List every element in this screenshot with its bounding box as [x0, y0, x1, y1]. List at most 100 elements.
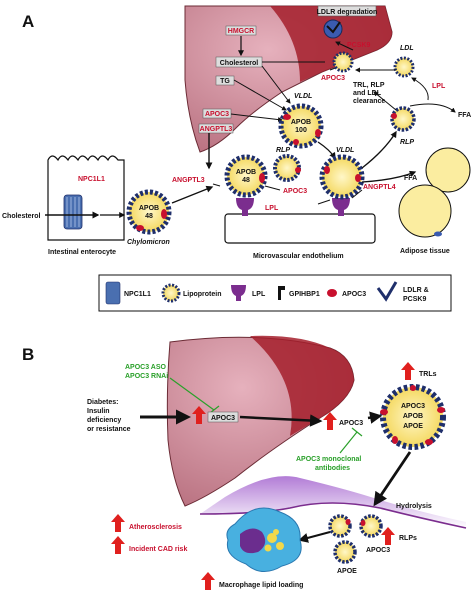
trls-label: TRLs — [419, 371, 437, 378]
clearance-line-1: TRL, RLP — [353, 82, 385, 89]
pcsk9-label: PCSK9 — [347, 42, 370, 49]
diabetes-line-4: or resistance — [87, 426, 131, 433]
up-arrow-athero — [111, 514, 125, 532]
antibodies-line-1: APOC3 monoclonal — [296, 456, 361, 463]
athero-label: Atherosclerosis — [129, 524, 182, 531]
liver-b — [166, 335, 355, 507]
lpl-left-enzyme — [236, 198, 254, 216]
legend-npc1l1: NPC1L1 — [124, 291, 151, 298]
rlp-clearance-arrow — [373, 91, 397, 111]
npc1l1-label: NPC1L1 — [78, 176, 105, 183]
ffa-adipose-label: FFA — [404, 175, 417, 182]
legend-ldlr-pcsk9-icon — [376, 281, 398, 302]
angptl3-mid-label: ANGPTL3 — [172, 177, 205, 184]
legend-ldlr-line-1: LDLR & — [403, 287, 429, 294]
up-arrow-rlps — [381, 527, 395, 545]
rlp-right-particle — [390, 106, 416, 132]
aso-line-1: APOC3 ASO — [125, 364, 167, 371]
ffa-adipose-arrow — [361, 170, 417, 183]
antibody-inhibit-line — [339, 431, 358, 454]
panel-b-label: B — [22, 345, 34, 364]
chylo-to-lpl-arrow — [171, 185, 214, 204]
apoc3-secretion-arrow — [239, 414, 323, 427]
ldlr-degradation-label: LDLR degradation — [317, 9, 378, 16]
hmgcr-box — [225, 25, 257, 36]
intestinal-label: Intestinal enterocyte — [48, 249, 116, 256]
vldl-to-rlp-arrow — [361, 130, 397, 169]
legend-lipoprotein: Lipoprotein — [183, 291, 222, 298]
mid-apob48-line-1: APOB — [236, 169, 256, 176]
vldl-mid-particle — [319, 154, 365, 200]
apob100-line-1: APOB — [291, 119, 311, 126]
legend-gpihbp1: GPIHBP1 — [289, 291, 320, 298]
legend-npc1l1-icon — [105, 281, 121, 305]
cholesterol-to-vldl-arrow — [261, 65, 291, 104]
up-arrow-plasma-apoc3 — [323, 412, 337, 430]
apoc3-liver-b-box — [207, 411, 239, 423]
apoe-label: APOE — [337, 568, 357, 575]
apoc3-to-trl-arrow — [367, 411, 383, 424]
cad-label: Incident CAD risk — [129, 546, 187, 553]
tg-label: TG — [220, 78, 230, 85]
cholesterol-left-label: Cholesterol — [2, 213, 41, 220]
diabetes-line-2: Insulin — [87, 408, 110, 415]
chylomicron-particle — [126, 189, 172, 235]
rlp-to-ldl-arrow — [411, 77, 429, 101]
chylomicron-label: Chylomicron — [127, 239, 170, 246]
rlps-label: RLPs — [399, 535, 417, 542]
vldl-mid-label: VLDL — [336, 147, 354, 154]
apob48-mid-particle — [224, 154, 268, 198]
endothelium — [224, 213, 376, 244]
legend-lpl: LPL — [252, 291, 266, 298]
ldl-label: LDL — [400, 45, 414, 52]
vldl-apob100-particle — [278, 103, 324, 149]
macrophage-label: Macrophage lipid loading — [219, 582, 303, 589]
apoc3-mid-label: APOC3 — [283, 188, 307, 195]
apoc3-to-vldl-arrow — [230, 113, 283, 123]
rlp-right-label: RLP — [400, 139, 414, 146]
up-arrow-trls — [401, 362, 415, 380]
chylo-apob48-line-2: 48 — [145, 213, 153, 220]
tg-to-vldl-arrow — [233, 79, 287, 111]
legend-apoc3: APOC3 — [342, 291, 366, 298]
chylo-apob48-line-1: APOB — [139, 205, 159, 212]
rlp-b-particles — [328, 514, 383, 564]
endothelium-b — [200, 476, 466, 528]
adipose-cells — [398, 147, 471, 238]
apoc3-mid-inhibit — [264, 185, 281, 191]
up-arrow-liver-apoc3 — [192, 406, 206, 424]
legend-lipoprotein-icon — [161, 283, 181, 303]
particle-apob: APOB — [403, 413, 423, 420]
angptl3-liver-box — [198, 123, 234, 134]
aso-line-2: APOC3 RNAi — [125, 373, 168, 380]
legend-gpihbp1-icon — [278, 286, 285, 300]
pcsk9-arrow — [335, 41, 354, 51]
particle-apoc3: APOC3 — [401, 403, 425, 410]
vldl-apoc3-inhibit — [317, 199, 331, 205]
lpl-top-label: LPL — [432, 83, 446, 90]
diabetes-line-1: Diabetes: — [87, 399, 119, 406]
npc1l1-transporter — [63, 194, 83, 230]
angptl3-inhibit — [212, 183, 221, 187]
legend-ldlr-line-2: PCSK9 — [403, 296, 426, 303]
rlp-mid-particle — [273, 154, 301, 182]
up-arrow-macrophage — [201, 572, 215, 590]
panel-a-label: A — [22, 12, 34, 31]
lpl-mid-label: LPL — [265, 205, 279, 212]
ldlr-degradation-box — [317, 5, 377, 17]
trl-big-particle — [380, 384, 446, 450]
macrophage-cell — [226, 507, 302, 572]
angptl4-inhibit — [351, 189, 363, 199]
enterocyte-cell — [47, 155, 125, 241]
ldlr-bound-particle — [332, 51, 354, 73]
clearance-line-2: and LDL — [353, 90, 382, 97]
cholesterol-liver-label: Cholesterol — [220, 60, 259, 67]
microvascular-label: Microvascular endothelium — [253, 253, 344, 260]
angptl3-liver-label: ANGPTL3 — [200, 126, 233, 133]
hmgcr-label: HMGCR — [228, 28, 254, 35]
apob100-line-2: 100 — [295, 127, 307, 134]
adipose-label: Adipose tissue — [400, 248, 450, 255]
trl-hydrolysis-arrow — [373, 451, 412, 507]
antibodies-line-2: antibodies — [315, 465, 350, 472]
